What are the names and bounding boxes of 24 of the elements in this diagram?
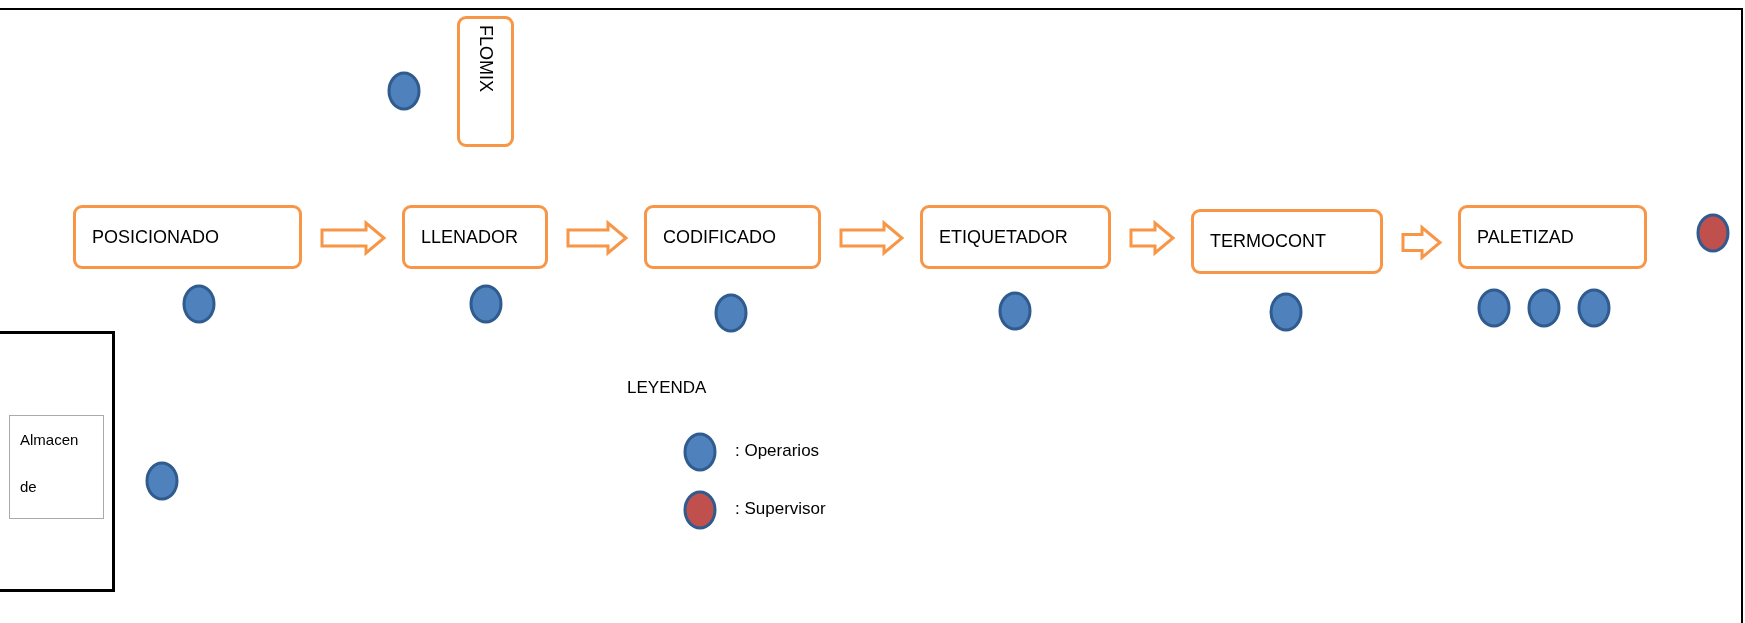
- box-label: POSICIONADO: [91, 226, 220, 248]
- process-box: [644, 205, 821, 269]
- box-label: LLENADOR: [420, 226, 519, 248]
- storage-box: [9, 415, 104, 519]
- box-label: TERMOCONT: [1209, 231, 1326, 252]
- block-arrow: [1401, 224, 1443, 261]
- legend-label: : Supervisor: [735, 499, 826, 519]
- process-box: [402, 205, 548, 269]
- process-box: [1458, 205, 1647, 269]
- block-arrow: [1129, 219, 1176, 257]
- process-box: [457, 16, 514, 147]
- process-box: [73, 205, 302, 269]
- block-arrow: [839, 219, 905, 257]
- legend-title: LEYENDA: [627, 378, 707, 398]
- box-label: FLOMIX: [475, 24, 496, 92]
- legend-label: : Operarios: [735, 441, 820, 461]
- block-arrow: [566, 219, 629, 257]
- process-box: [1191, 209, 1383, 274]
- box-label: Almacen de: [19, 430, 80, 497]
- box-label: PALETIZAD: [1476, 226, 1574, 248]
- box-label: CODIFICADO: [662, 226, 776, 248]
- box-label: ETIQUETADOR: [938, 226, 1068, 248]
- process-box: [920, 205, 1111, 269]
- block-arrow: [320, 219, 387, 257]
